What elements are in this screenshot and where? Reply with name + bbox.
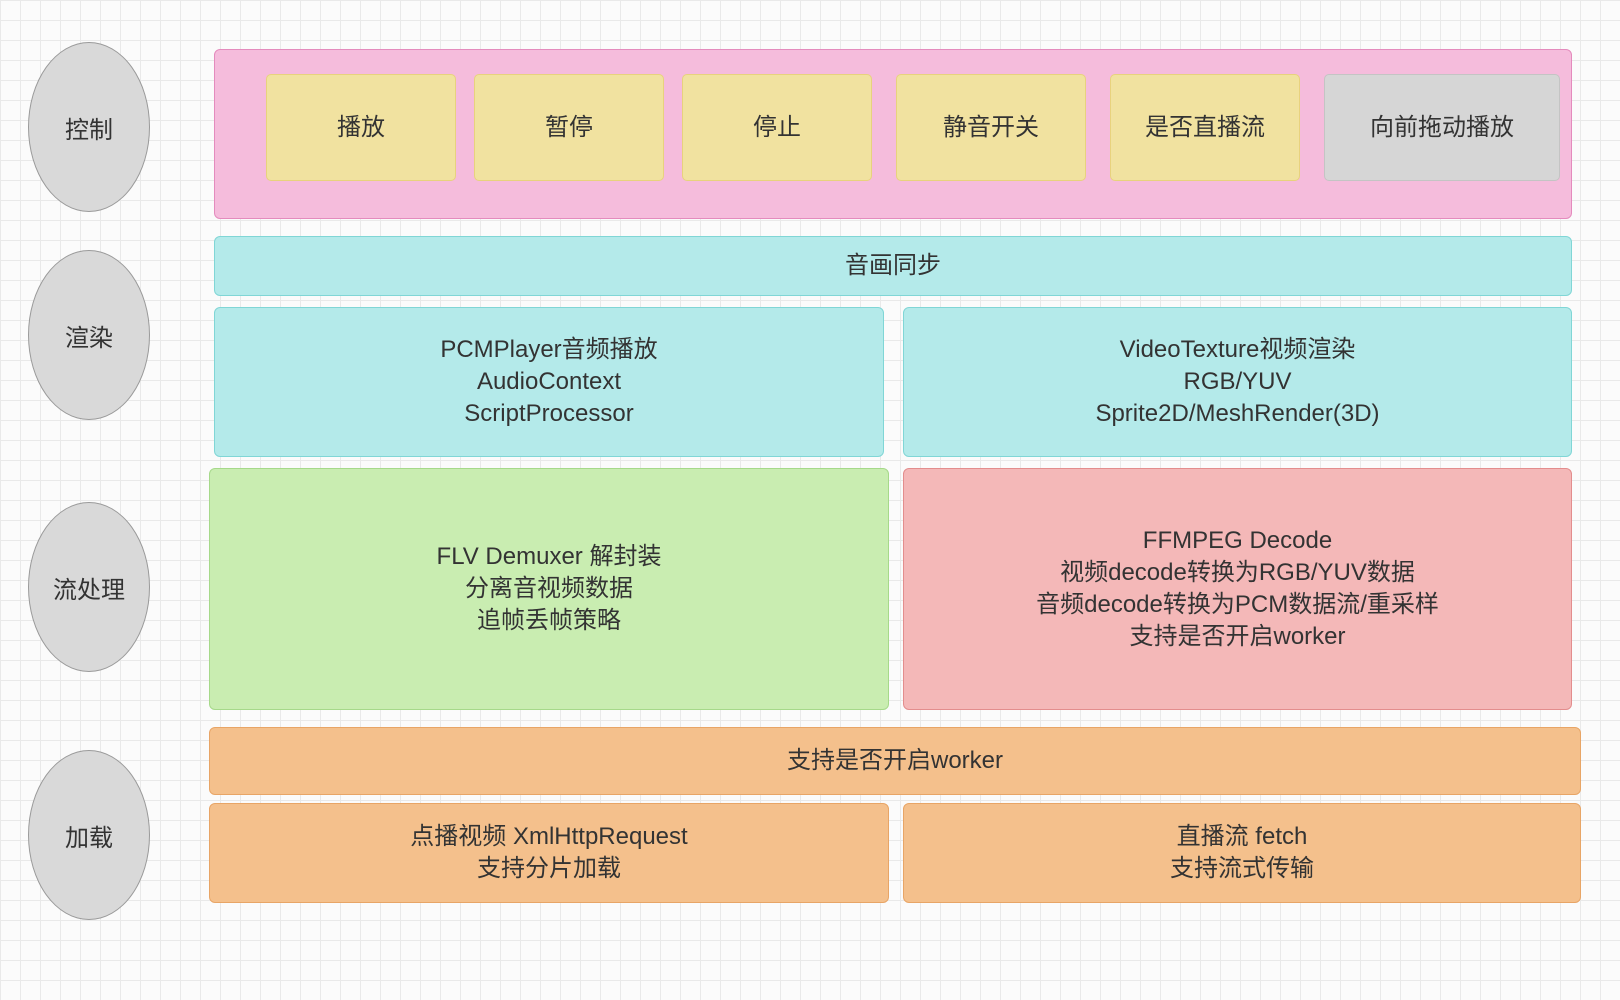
layer-label-render: 渲染	[28, 250, 150, 420]
control-is-live: 是否直播流	[1110, 74, 1300, 181]
decode-line-3: 音频decode转换为PCM数据流/重采样	[1036, 591, 1439, 618]
control-mute-toggle: 静音开关	[896, 74, 1086, 181]
render-audio-player: PCMPlayer音频播放 AudioContext ScriptProcess…	[214, 307, 884, 457]
video-line-1: VideoTexture视频渲染	[1119, 336, 1356, 363]
vod-line-2: 支持分片加载	[477, 855, 621, 882]
live-line-1: 直播流 fetch	[1176, 823, 1308, 850]
layer-label-load: 加载	[28, 750, 150, 920]
video-line-3: Sprite2D/MeshRender(3D)	[1095, 400, 1380, 427]
control-seek-forward: 向前拖动播放	[1324, 74, 1560, 181]
audio-line-1: PCMPlayer音频播放	[440, 336, 658, 363]
decode-line-4: 支持是否开启worker	[1129, 623, 1346, 650]
decode-line-2: 视频decode转换为RGB/YUV数据	[1060, 559, 1415, 586]
render-av-sync: 音画同步	[214, 236, 1572, 296]
video-line-2: RGB/YUV	[1183, 368, 1292, 395]
stream-ffmpeg-decode: FFMPEG Decode 视频decode转换为RGB/YUV数据 音频dec…	[903, 468, 1572, 710]
decode-line-1: FFMPEG Decode	[1142, 527, 1333, 554]
control-stop: 停止	[682, 74, 872, 181]
load-live-fetch: 直播流 fetch 支持流式传输	[903, 803, 1581, 903]
audio-line-2: AudioContext	[476, 368, 622, 395]
render-video-texture: VideoTexture视频渲染 RGB/YUV Sprite2D/MeshRe…	[903, 307, 1572, 457]
control-play: 播放	[266, 74, 456, 181]
audio-line-3: ScriptProcessor	[464, 400, 634, 427]
load-worker-option: 支持是否开启worker	[209, 727, 1581, 795]
demux-line-2: 分离音视频数据	[465, 575, 633, 602]
vod-line-1: 点播视频 XmlHttpRequest	[410, 823, 688, 850]
load-vod-xhr: 点播视频 XmlHttpRequest 支持分片加载	[209, 803, 889, 903]
control-pause: 暂停	[474, 74, 664, 181]
live-line-2: 支持流式传输	[1170, 855, 1314, 882]
layer-label-stream: 流处理	[28, 502, 150, 672]
demux-line-1: FLV Demuxer 解封装	[436, 543, 662, 570]
stream-flv-demuxer: FLV Demuxer 解封装 分离音视频数据 追帧丢帧策略	[209, 468, 889, 710]
layer-label-control: 控制	[28, 42, 150, 212]
demux-line-3: 追帧丢帧策略	[477, 607, 621, 634]
